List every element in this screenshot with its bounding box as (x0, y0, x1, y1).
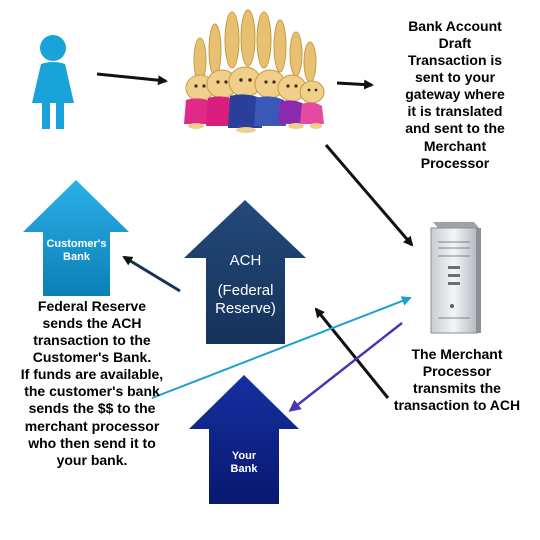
customers-bank-arrow (23, 180, 129, 296)
ach-arrow (184, 200, 306, 344)
caption-line: Transaction is (407, 52, 503, 69)
ach-subtitle-line: Reserve) (215, 300, 276, 317)
caption-line: Bank Account (408, 18, 502, 34)
your-bank-label-line: Your (231, 450, 257, 462)
caption-line: Federal Reserve (37, 298, 147, 314)
server-tower-icon (430, 222, 481, 334)
customers-bank-label-line: Customer's (46, 238, 107, 250)
caption-line: who then send it to (28, 434, 156, 451)
caption-line: transaction to the (33, 332, 151, 349)
gateway-caption: Bank Account Draft Transaction is sent t… (382, 18, 528, 172)
ach-label: ACH (Federal Reserve) (206, 252, 285, 318)
caption-line: The Merchant (411, 346, 503, 362)
caption-line: sent to your (414, 69, 496, 86)
customers-bank-label: Customer's Bank (43, 238, 110, 264)
ach-to-customers-bank-arrow (122, 255, 181, 293)
caption-line: sends the $$ to the (28, 400, 156, 417)
your-bank-label: Your Bank (209, 450, 279, 476)
ach-title: ACH (229, 252, 262, 269)
caption-line: and sent to the (405, 120, 505, 137)
caption-line: sends the ACH (42, 315, 142, 332)
ach-subtitle-line: (Federal (217, 282, 274, 299)
your-bank-label-line: Bank (230, 463, 258, 476)
federal-reserve-caption: Federal Reserve sends the ACH transactio… (2, 298, 182, 469)
caption-line: merchant processor (24, 417, 160, 434)
caption-line: transaction to ACH (393, 397, 521, 414)
person-icon (32, 35, 74, 129)
bunny-gateway-icon (184, 9, 325, 133)
gateway-to-processor-arrow (324, 144, 414, 247)
merchant-caption: The Merchant Processor transmits the tra… (378, 346, 536, 414)
caption-line: Customer's Bank. (32, 349, 152, 366)
customers-bank-label-line: Bank (63, 251, 90, 264)
processor-to-your-bank-arrow (288, 322, 403, 412)
bank-to-processor-arrow (151, 296, 412, 399)
caption-line: it is translated (407, 103, 503, 120)
caption-line: the customer's bank (24, 383, 160, 400)
caption-line: If funds are available, (20, 366, 164, 383)
your-bank-arrow (189, 375, 299, 504)
processor-to-ach-arrow (314, 307, 390, 399)
gateway-to-caption-arrow (336, 79, 374, 90)
caption-line: gateway where (405, 86, 505, 103)
caption-line: your bank. (56, 451, 128, 468)
caption-line: transmits the (413, 380, 501, 397)
caption-line: Merchant (423, 137, 487, 154)
person-to-gateway-arrow (96, 72, 168, 86)
caption-line: Draft (438, 35, 472, 52)
caption-line: Processor (420, 154, 490, 171)
caption-line: Processor (422, 363, 492, 380)
